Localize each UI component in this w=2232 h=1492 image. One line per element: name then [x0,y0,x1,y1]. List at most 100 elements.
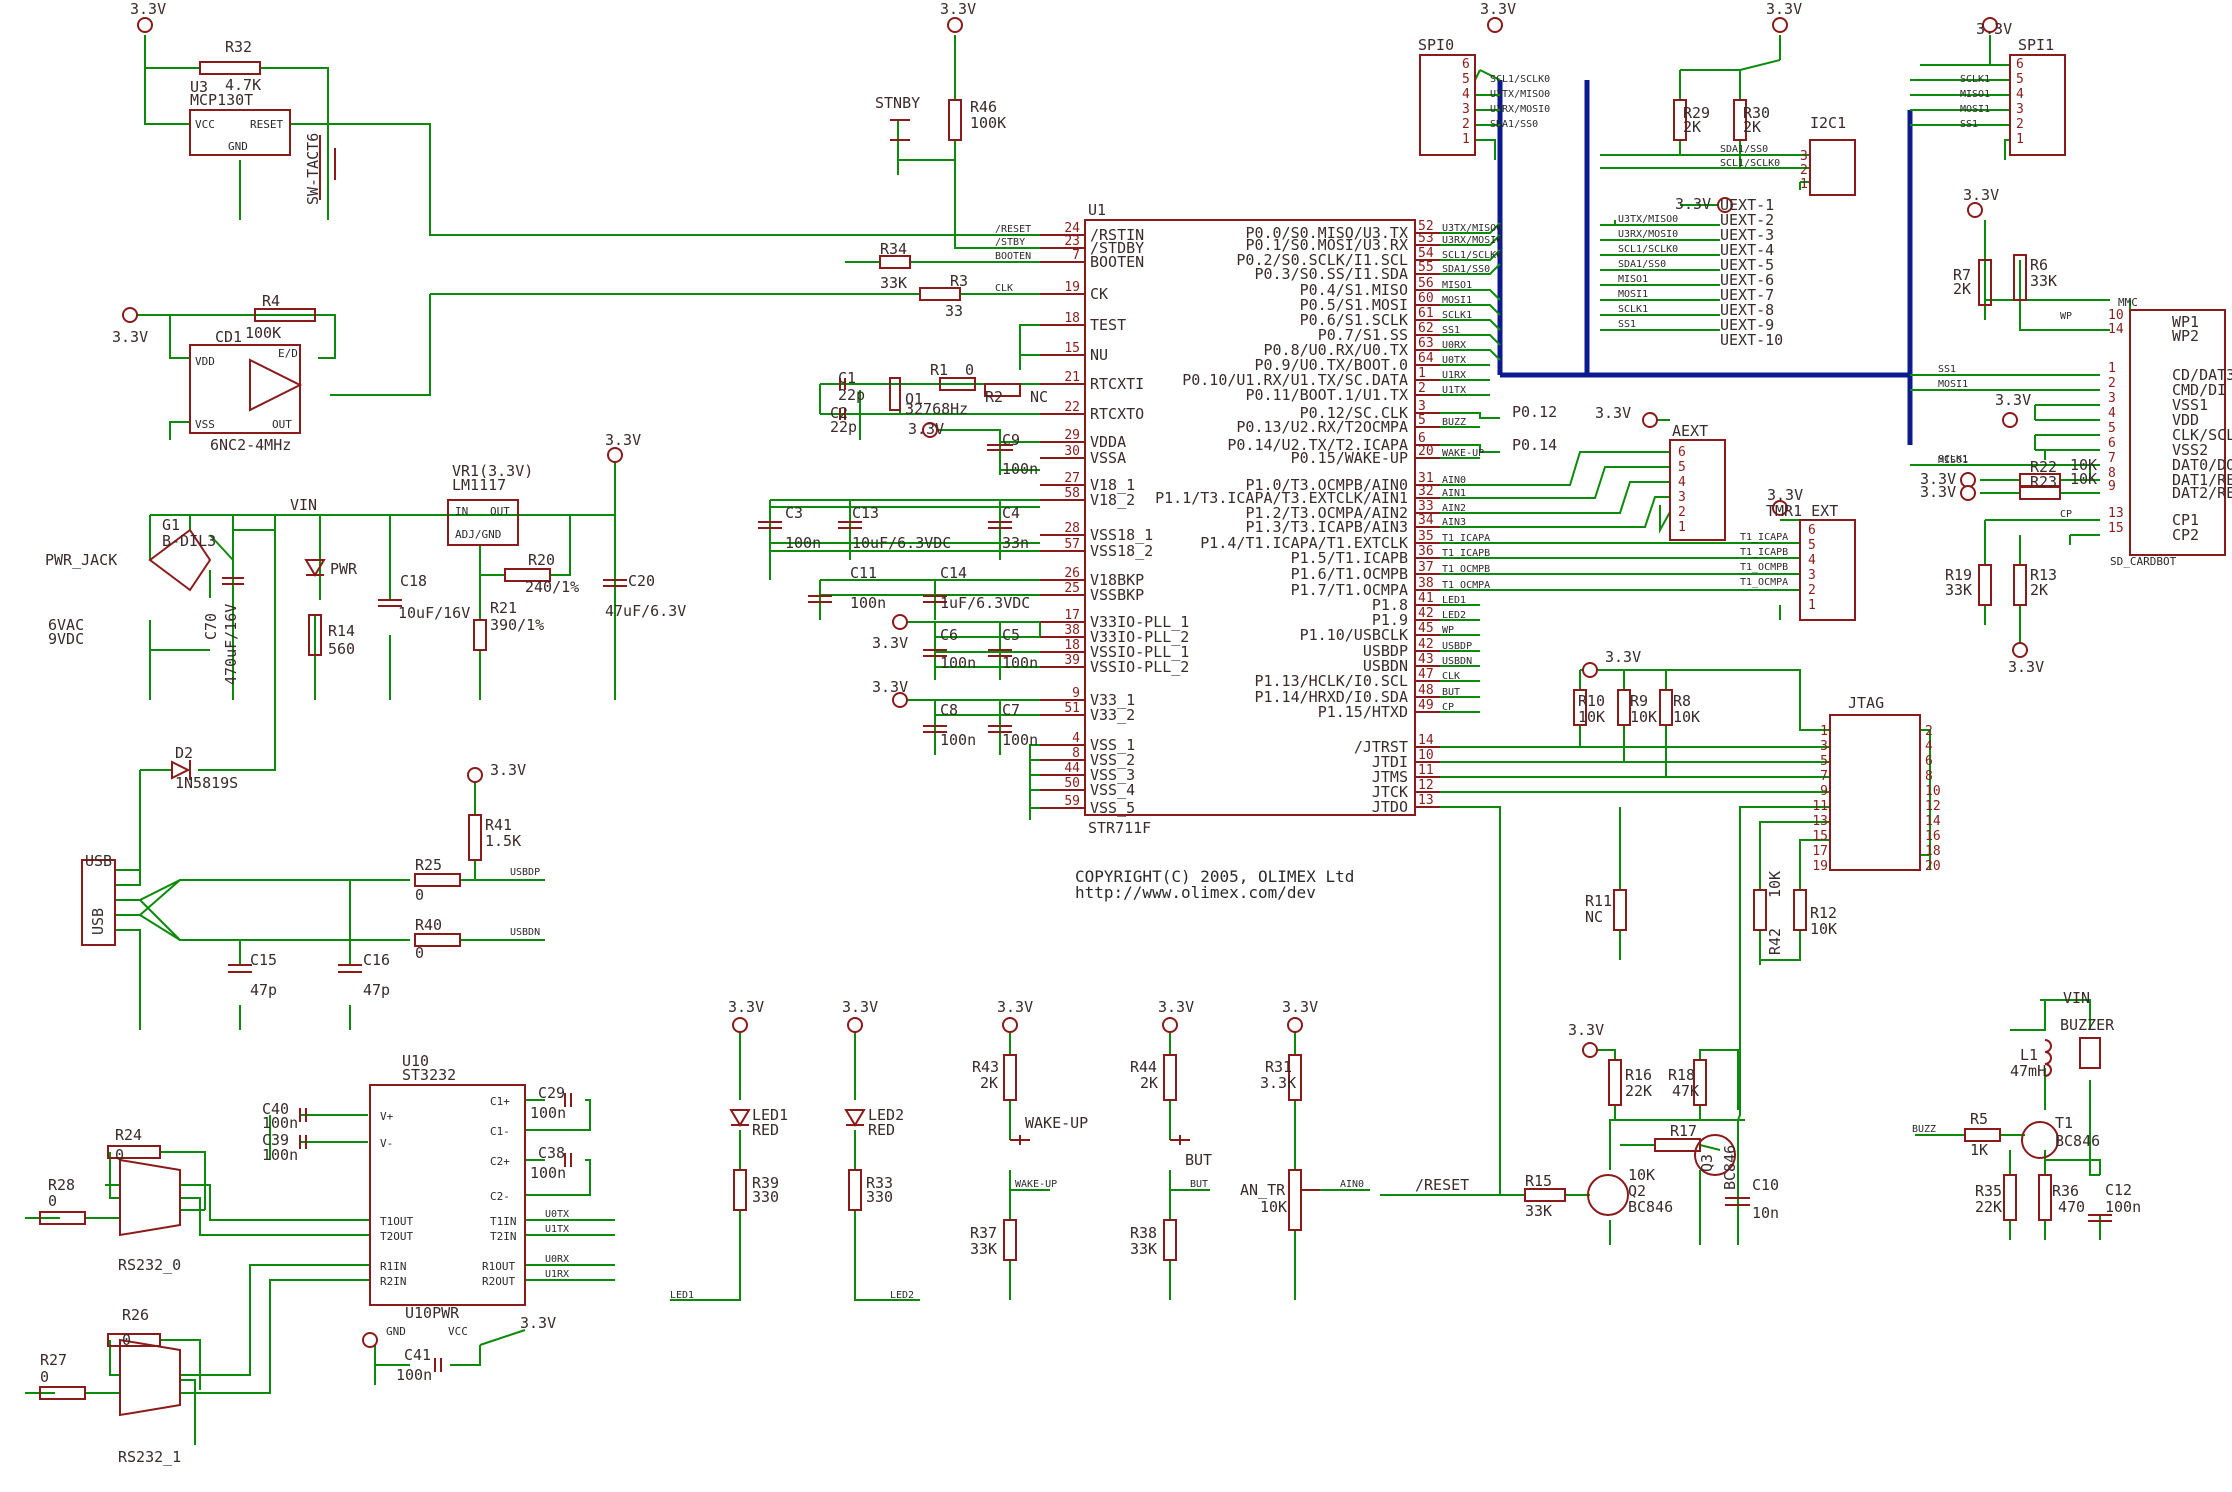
d2-val: 1N5819S [175,774,238,792]
u10-c2m: C2- [490,1190,510,1203]
aext-pin-number: 1 [1678,520,1686,535]
mmc-pin-number: 8 [2108,466,2116,481]
u1-pin-number: 64 [1418,351,1434,366]
u1-pin-name: P0.13/U2.RX/T2OCMPA [1236,418,1408,436]
u1-pin-net: CP [1442,702,1454,713]
u1-pin-net: U1RX [1442,370,1466,381]
r9-ref: R9 [1630,692,1648,710]
u1-pin-name: P0.12/SC.CLK [1300,404,1408,422]
u1-pin-name: P0.4/S1.MISO [1300,281,1408,299]
r44-val: 2K [1140,1074,1158,1092]
r46-ref: R46 [970,98,997,116]
r39-ref: R39 [752,1174,779,1192]
u1-pin-name: RTCXTO [1090,405,1144,423]
mmc-pin-number: 4 [2108,406,2116,421]
aext-pin-number: 3 [1678,490,1686,505]
uext-label: UEXT-10 [1720,331,1783,349]
u1-pin-name: CK [1090,285,1108,303]
v33-label-27: 3.3V [2008,658,2044,676]
c70-val: 470uF/16V [222,604,240,685]
r16-val: 22K [1625,1082,1652,1100]
u1-pin-name: P1.5/T1.ICAPB [1291,549,1408,567]
v33-label-13: 3.3V [1158,998,1194,1016]
mmc-pin-name: VSS2 [2172,441,2208,459]
u1-pin-name: VSSBKP [1090,586,1144,604]
wake-ref: WAKE-UP [1025,1114,1088,1132]
pwrjack-val2: 9VDC [48,630,84,648]
r18-val: 47K [1672,1082,1699,1100]
u1-pin-name: JTCK [1372,783,1408,801]
c11-val: 100n [850,594,886,612]
u1-pin-number: 50 [1064,776,1080,791]
v33-label-3: 3.3V [112,328,148,346]
u1-pin-name: /STDBY [1090,239,1144,257]
r41-ref: R41 [485,816,512,834]
wake-net: WAKE-UP [1015,1179,1057,1190]
r30-ref: R30 [1743,104,1770,122]
u1-pin-name: P0.5/S1.MOSI [1300,296,1408,314]
u1-pin-number: 17 [1064,608,1080,623]
jtag-pin-number: 8 [1925,769,1933,784]
u1-pin-number: 14 [1418,733,1434,748]
c16-ref: C16 [363,951,390,969]
mmc-pin-name: CD/DAT3/CS [2172,366,2232,384]
u10-r1out: R1OUT [482,1260,515,1273]
tmr1-net: T1_ICAPB [1740,547,1788,558]
c29-ref: C29 [538,1084,565,1102]
u1-pin-name: P0.14/U2.TX/T2.ICAPA [1227,436,1408,454]
r29-val: 2K [1683,118,1701,136]
u1-pin-number: 38 [1418,576,1434,591]
uext-label: UEXT-1 [1720,196,1774,214]
tmr1-pin-number: 5 [1808,538,1816,553]
u1-pin-name: P1.1/T3.ICAPA/T3.EXTCLK/AIN1 [1155,489,1408,507]
u1-pin-name: P0.1/S0.MOSI/U3.RX [1245,236,1408,254]
r6-val: 33K [2030,272,2057,290]
uext-label: UEXT-3 [1720,226,1774,244]
g1-val: B-DIL3 [162,532,216,550]
u1-pin-number: 52 [1418,219,1434,234]
spi1-ref: SPI1 [2018,36,2054,54]
jtag-pin-number: 18 [1925,844,1941,859]
vr1-out: OUT [490,505,510,518]
v33-label-12: 3.3V [997,998,1033,1016]
v33-label-18: 3.3V [1766,0,1802,18]
usbdn-net: USBDN [510,927,540,938]
uext-net: SCL1/SCLK0 [1618,244,1678,255]
r36-val: 470 [2058,1198,2085,1216]
reset-net: /RESET [1415,1176,1469,1194]
v33-label-11: 3.3V [842,998,878,1016]
r43-val: 2K [980,1074,998,1092]
l1-ref: L1 [2020,1046,2038,1064]
u10-r2in: R2IN [380,1275,407,1288]
u1-pin-number: 34 [1418,513,1434,528]
u1-pin-name: VSS_1 [1090,736,1135,754]
r33-ref: R33 [866,1174,893,1192]
u1-pin-name: V33IO-PLL_2 [1090,628,1189,646]
mmc-pin-number: 7 [2108,451,2116,466]
r31-val: 3.3K [1260,1074,1296,1092]
q2-ref: Q2 [1628,1182,1646,1200]
u3-val: MCP130T [190,91,253,109]
r10-val: 10K [1578,708,1605,726]
v33-label-8: 3.3V [490,761,526,779]
u1-pin-number: 62 [1418,321,1434,336]
mmc-pin-number: 13 [2108,506,2124,521]
u1-pin-name: V33IO-PLL_1 [1090,613,1189,631]
led1-net: LED1 [670,1290,694,1301]
u10-t2in: T2IN [490,1230,517,1243]
u1-pin-name: JTDI [1372,753,1408,771]
c9-ref: C9 [1002,431,1020,449]
r23-val: 10K [2070,470,2097,488]
u1-pin-number: 41 [1418,591,1434,606]
c15-ref: C15 [250,951,277,969]
jtag-pin-number: 1 [1820,724,1828,739]
u10-t2out: T2OUT [380,1230,413,1243]
v33-label-22: 3.3V [1767,486,1803,504]
u0tx-net: U0TX [545,1209,569,1220]
u10-val: ST3232 [402,1066,456,1084]
u1-pin-net: U3RX/MOSI0 [1442,235,1502,246]
copyright-text: COPYRIGHT(C) 2005, OLIMEX Ltd [1075,867,1354,886]
u1-pin-name: P0.10/U1.RX/U1.TX/SC.DATA [1182,371,1408,389]
spi1-net: MOSI1 [1960,104,1990,115]
rs0-ref: RS232_0 [118,1256,181,1274]
